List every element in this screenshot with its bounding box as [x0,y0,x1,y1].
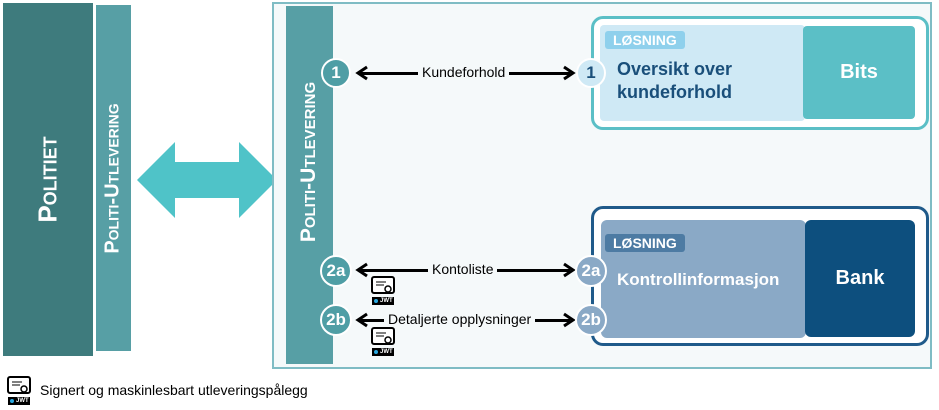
arrowhead-right-icon [563,65,576,81]
bottom-solution-title: Kontrollinformasjon [617,270,780,289]
bits-box: Bits [803,26,915,119]
flow-2b-label: Detaljerte opplysninger [384,311,536,327]
jwt-badge: JWT [380,349,393,355]
politi-utlevering-label: Politi-Utlevering [102,102,124,254]
bits-label: Bits [840,61,878,83]
arrowhead-right-icon [563,312,576,328]
politiet-panel: Politiet [3,3,93,356]
flow-1-left-badge: 1 [321,58,351,88]
arrowhead-left-icon [355,262,368,278]
bottom-solution-tag: LØSNING [605,234,685,252]
bank-label: Bank [835,267,885,289]
signed-certificate-icon [371,276,395,305]
sidebar-label: Politi-Utlevering [297,81,321,243]
flow-2b-right-badge: 2b [575,304,607,336]
legend-jwt-badge: JWT [16,398,29,404]
flow-2a-label: Kontoliste [428,261,498,277]
double-arrow-icon [137,142,277,218]
flow-2a-left-badge: 2a [320,255,352,287]
arrowhead-left-icon [355,65,368,81]
flow-1-right-badge: 1 [576,58,606,88]
top-solution-title: Oversikt over kundeforhold [617,59,733,102]
politi-utlevering-panel: Politi-Utlevering [96,5,131,351]
jwt-badge: JWT [380,298,393,304]
top-solution-tag: LØSNING [605,31,685,49]
politiet-label: Politiet [32,136,63,223]
legend-text: Signert og maskinlesbart utleveringspåle… [40,382,308,398]
flow-2b-left-badge: 2b [320,304,352,336]
flow-2a-right-badge: 2a [575,255,607,287]
flow-1-label: Kundeforhold [418,64,510,80]
arrowhead-left-icon [355,312,368,328]
signed-certificate-icon [371,327,395,356]
bank-box: Bank [805,220,915,337]
arrowhead-right-icon [563,262,576,278]
legend-certificate-icon [7,376,31,405]
